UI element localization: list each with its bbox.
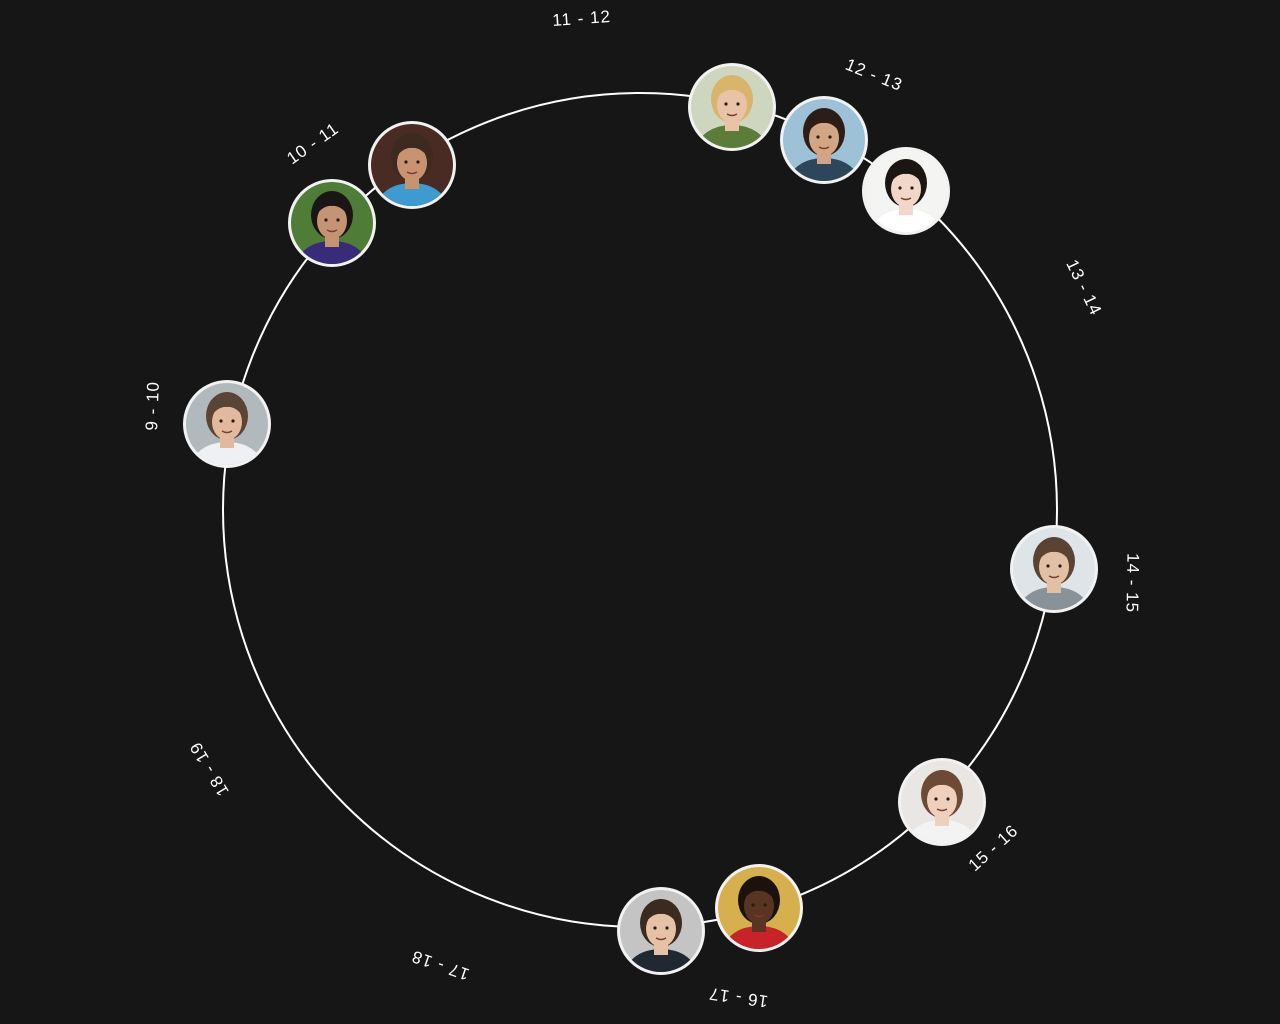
hour-label-9-10: 9 - 10 <box>142 381 163 431</box>
avatar-eye-left <box>898 186 902 190</box>
asian-woman-avatar[interactable] <box>862 147 950 253</box>
hour-label-18-19: 18 - 19 <box>186 738 233 799</box>
avatar-mouth <box>900 197 912 201</box>
avatar-eye-left <box>324 218 328 222</box>
avatar-mouth <box>326 229 338 233</box>
hour-label-14-15: 14 - 15 <box>1122 553 1142 613</box>
avatar-hair-fringe <box>808 115 840 132</box>
avatar-hair-fringe <box>716 82 748 99</box>
hour-label-17-18: 17 - 18 <box>409 946 472 983</box>
avatar-eye-right <box>1058 564 1062 568</box>
woman-white-top-avatar[interactable] <box>898 758 986 864</box>
avatar-shirt <box>298 241 366 264</box>
avatar-shirt <box>1020 587 1088 610</box>
avatar-face <box>809 120 839 156</box>
avatar-eye-right <box>736 102 740 106</box>
avatar-face <box>397 145 427 181</box>
avatar-mouth <box>818 146 830 150</box>
hour-label-12-13: 12 - 13 <box>843 55 906 95</box>
avatar-hair-fringe <box>1038 544 1070 561</box>
avatar-face <box>317 203 347 239</box>
avatar-hair-fringe <box>211 399 243 416</box>
avatar-eye-left <box>934 797 938 801</box>
avatar-hair-fringe <box>396 140 428 157</box>
avatars-layer <box>183 63 1098 993</box>
avatar-mouth <box>406 171 418 175</box>
avatar-mouth <box>936 808 948 812</box>
avatar-hair-fringe <box>926 777 958 794</box>
avatar-eye-right <box>828 135 832 139</box>
avatar-eye-left <box>404 160 408 164</box>
avatar-mouth <box>655 937 667 941</box>
avatar-eye-right <box>231 419 235 423</box>
avatar-shirt <box>725 926 793 949</box>
man-white-shirt-avatar[interactable] <box>183 380 271 486</box>
man-purple-shirt-avatar[interactable] <box>288 179 376 285</box>
avatar-shirt <box>908 820 976 843</box>
avatar-face <box>891 171 921 207</box>
avatar-eye-right <box>416 160 420 164</box>
avatar-face <box>212 404 242 440</box>
smiling-man-red-shirt-avatar[interactable] <box>715 864 803 970</box>
avatar-shirt <box>193 442 261 465</box>
avatar-shirt <box>627 949 695 972</box>
dark-hair-woman-avatar[interactable] <box>780 96 868 202</box>
avatar-shirt <box>698 125 766 148</box>
avatar-face <box>744 888 774 924</box>
avatar-eye-right <box>910 186 914 190</box>
avatar-shirt <box>378 183 446 206</box>
avatar-hair-fringe <box>316 198 348 215</box>
avatar-eye-left <box>653 926 657 930</box>
avatar-mouth <box>726 113 738 117</box>
hour-label-11-12: 11 - 12 <box>552 7 612 30</box>
avatar-face <box>646 911 676 947</box>
avatar-hair-fringe <box>890 166 922 183</box>
avatar-shirt <box>872 209 940 232</box>
avatar-eye-left <box>219 419 223 423</box>
blonde-woman-avatar[interactable] <box>688 63 776 169</box>
avatar-eye-left <box>724 102 728 106</box>
avatar-face <box>717 87 747 123</box>
avatar-face <box>1039 549 1069 585</box>
avatar-hair-fringe <box>645 906 677 923</box>
avatar-eye-left <box>816 135 820 139</box>
hour-label-16-17: 16 - 17 <box>707 984 769 1011</box>
hour-label-10-11: 10 - 11 <box>283 119 342 168</box>
avatar-shirt <box>790 158 858 181</box>
avatar-eye-left <box>751 903 755 907</box>
avatar-eye-right <box>763 903 767 907</box>
avatar-mouth <box>753 914 765 918</box>
bearded-man-avatar[interactable] <box>368 121 456 227</box>
avatar-mouth <box>221 430 233 434</box>
avatar-eye-right <box>946 797 950 801</box>
avatar-hair-fringe <box>743 883 775 900</box>
avatar-mouth <box>1048 575 1060 579</box>
avatar-eye-left <box>1046 564 1050 568</box>
hour-label-13-14: 13 - 14 <box>1062 256 1105 318</box>
avatar-eye-right <box>336 218 340 222</box>
avatar-face <box>927 782 957 818</box>
man-suit-avatar[interactable] <box>617 887 705 993</box>
avatar-eye-right <box>665 926 669 930</box>
young-man-pier-avatar[interactable] <box>1010 525 1098 631</box>
